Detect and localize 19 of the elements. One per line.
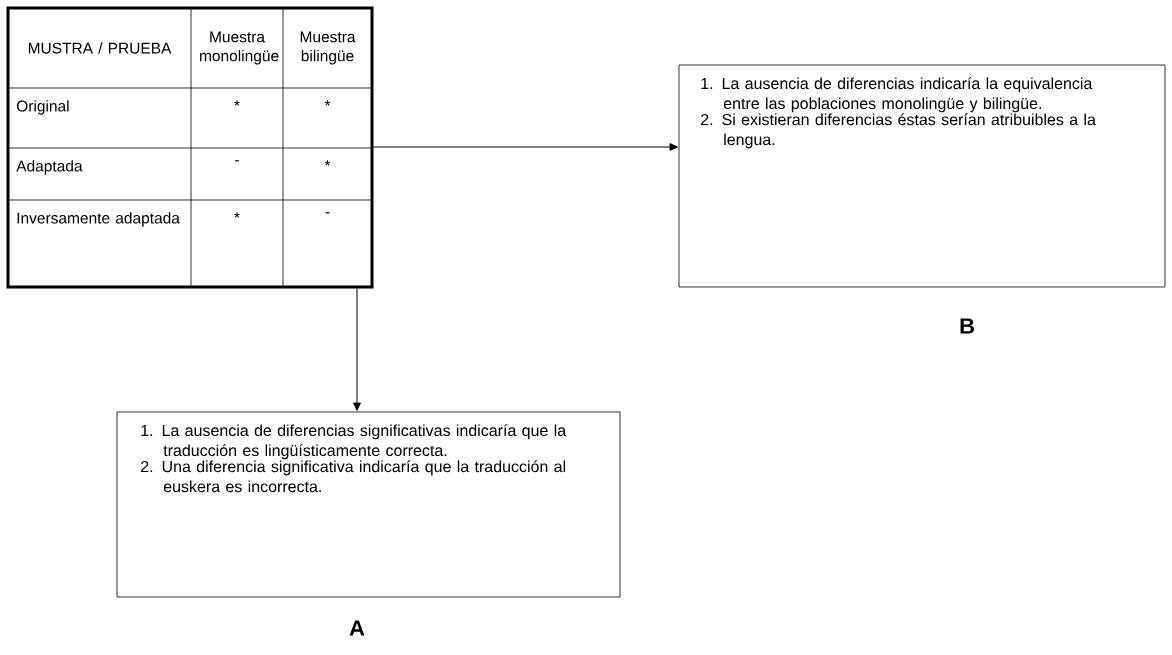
arrow: [373, 143, 678, 151]
text-box: 1. La ausencia de diferencias indicaría la equivalencia entre las poblaciones monolingüe y bilingüe. 2. Si existieran diferencias éstas serían atribuibles a la lengua.: [678, 64, 1166, 288]
table-cell: *: [234, 100, 240, 106]
table-cell: Muestra monolingüe: [200, 31, 279, 65]
table-cell: MUSTRA / PRUEBA: [28, 42, 172, 54]
arrow: [353, 288, 361, 411]
panel-letter: B: [960, 318, 974, 334]
table-cell: -: [325, 212, 330, 214]
table-cell: *: [234, 212, 240, 218]
table-cell: -: [235, 160, 239, 162]
table-cell: Original: [16, 100, 69, 115]
table: [6, 6, 374, 289]
table-cell: Adaptada: [16, 160, 83, 175]
table-cell: *: [324, 160, 331, 166]
table-cell: Inversamente adaptada: [17, 212, 180, 227]
table-cell: Muestra bilingüe: [300, 31, 356, 65]
panel-letter: A: [349, 620, 365, 636]
text-box: 1. La ausencia de diferencias significativas indicaría que la traducción es lingüísticamente correcta. 2. Una diferencia significativa indicaría que la traducción al euskera es incorrecta.: [116, 411, 621, 598]
table-cell: *: [324, 100, 331, 106]
